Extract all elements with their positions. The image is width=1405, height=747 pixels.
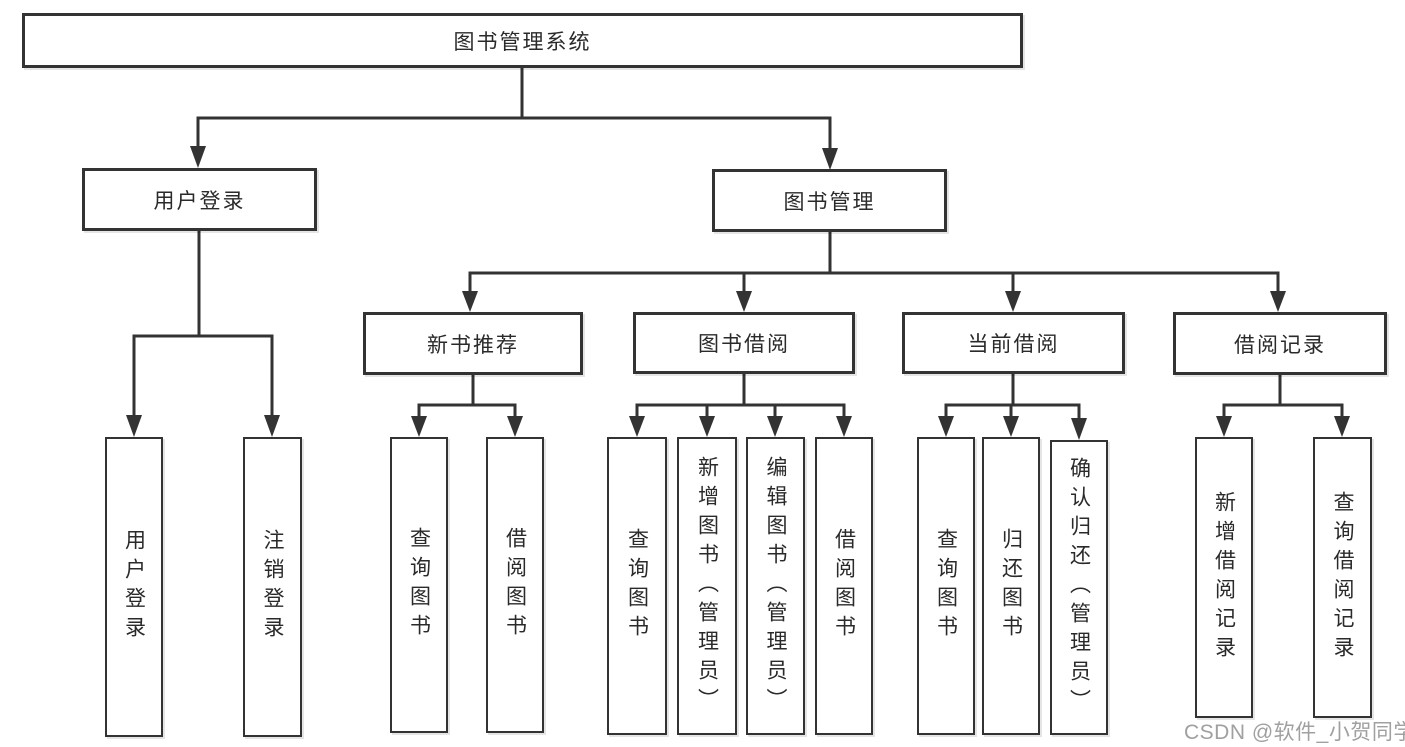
node-user-login-leaf: 用户登录 [105,437,163,737]
node-label: 用户登录 [122,529,146,645]
node-label: 借阅记录 [1234,333,1326,357]
node-label: 图书管理系统 [453,30,592,54]
node-borrow-books-2: 借阅图书 [815,437,873,735]
node-label: 编辑图书（管理员） [764,455,787,717]
node-query-books-3: 查询图书 [917,437,975,735]
node-return-books: 归还图书 [982,437,1040,735]
node-label: 借阅图书 [832,528,856,644]
node-new-book-recommend: 新书推荐 [363,312,583,375]
node-label: 当前借阅 [967,333,1060,356]
node-current-borrowing: 当前借阅 [902,312,1125,374]
node-label: 新书推荐 [427,333,519,357]
node-confirm-return-admin: 确认归还（管理员） [1050,440,1108,735]
node-edit-book-admin: 编辑图书（管理员） [746,437,805,735]
node-borrowing-records: 借阅记录 [1173,312,1387,375]
node-add-book-admin: 新增图书（管理员） [677,437,737,735]
node-add-borrow-record: 新增借阅记录 [1195,437,1253,718]
node-label: 新增借阅记录 [1212,490,1236,665]
node-label: 注销登录 [261,529,284,645]
node-label: 用户登录 [153,189,246,213]
node-query-borrow-record: 查询借阅记录 [1313,437,1372,718]
node-query-books-2: 查询图书 [607,437,667,735]
node-logout: 注销登录 [243,437,302,737]
node-book-management: 图书管理 [712,169,947,232]
node-label: 查询借阅记录 [1331,490,1354,665]
node-label: 查询图书 [625,528,649,644]
node-root-system: 图书管理系统 [22,13,1023,68]
node-label: 图书借阅 [698,333,790,356]
node-label: 归还图书 [999,528,1023,644]
node-user-login: 用户登录 [82,168,317,231]
node-label: 查询图书 [934,528,958,644]
node-label: 确认归还（管理员） [1067,457,1091,718]
node-label: 借阅图书 [503,527,527,643]
node-query-books-1: 查询图书 [390,437,448,733]
watermark: CSDN @软件_小贺同学 [1184,721,1405,744]
node-label: 图书管理 [783,190,876,214]
node-borrow-books-1: 借阅图书 [486,437,544,733]
node-label: 新增图书（管理员） [695,455,719,717]
node-label: 查询图书 [407,527,431,643]
node-book-borrowing: 图书借阅 [633,312,855,374]
